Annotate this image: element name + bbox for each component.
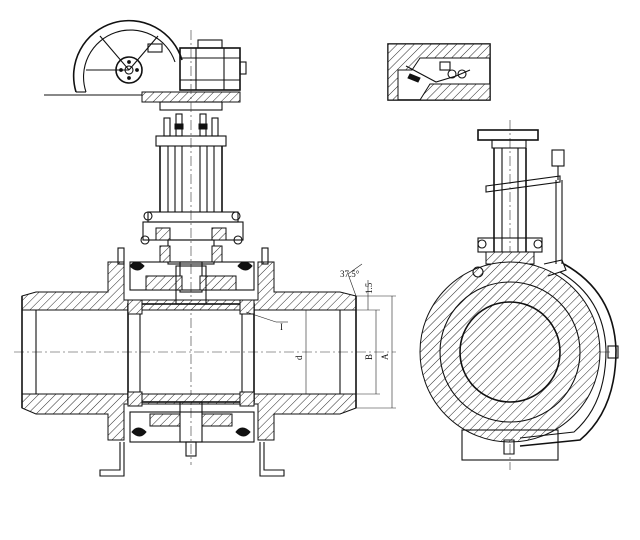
side-view	[419, 120, 619, 470]
chamfer-label: 1.5	[364, 282, 374, 294]
angle-label: 37.5°	[340, 269, 360, 279]
seat-detail-view	[387, 43, 491, 101]
dim-a-label: A	[380, 353, 390, 360]
extension-stem	[140, 30, 244, 465]
dim-b-label: B	[364, 354, 374, 360]
gear-operator	[44, 19, 247, 111]
detail-ref-label: I	[280, 322, 283, 332]
valve-body-section: 37.5° 1.5 I d B A	[14, 247, 396, 477]
dim-d-label: d	[294, 355, 304, 360]
